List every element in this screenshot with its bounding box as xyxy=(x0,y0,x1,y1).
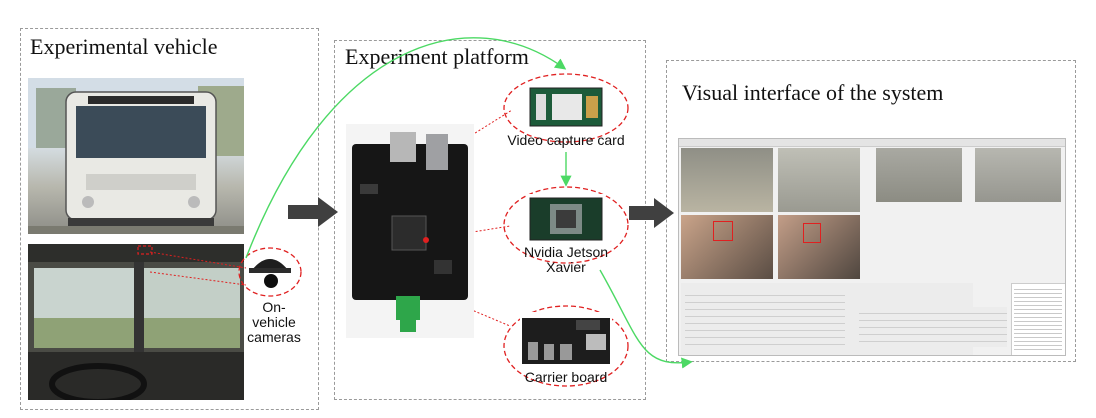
carrier-leader xyxy=(447,299,511,327)
video-frame-3 xyxy=(876,148,962,202)
carrier-board-photo xyxy=(520,312,612,368)
bus-exterior-drawing xyxy=(28,78,244,234)
video-frame-1 xyxy=(681,148,773,212)
carrier-ellipse xyxy=(503,305,629,387)
jetson-leader xyxy=(447,225,511,237)
jetson-drawing xyxy=(529,197,603,241)
green-arrow-jetson-to-interface xyxy=(599,269,693,369)
control-rows-right xyxy=(859,307,1007,347)
block-arrow-platform-to-interface xyxy=(629,198,674,228)
capture-card-caption: Video capture card xyxy=(507,132,625,148)
interface-panel-title: Visual interface of the system xyxy=(682,80,944,105)
bus-interior-photo xyxy=(28,244,244,400)
face-box-2 xyxy=(803,223,821,243)
capture-card-photo xyxy=(526,84,606,130)
vehicle-panel-title: Experimental vehicle xyxy=(30,34,218,59)
control-rows xyxy=(685,289,845,351)
green-arrow-camera-to-capture xyxy=(245,37,567,259)
jetson-ellipse xyxy=(503,186,629,264)
main-board-drawing xyxy=(352,132,468,332)
camera-leader-top xyxy=(149,251,247,269)
capture-card-ellipse xyxy=(503,73,629,143)
jetson-caption: Nvidia Jetson Xavier xyxy=(523,244,609,275)
bus-interior-drawing xyxy=(28,244,244,400)
capture-card-drawing xyxy=(529,87,603,127)
interface-titlebar xyxy=(679,139,1065,147)
face-box-1 xyxy=(713,221,733,241)
carrier-board-drawing xyxy=(522,318,610,364)
platform-panel-title: Experiment platform xyxy=(345,44,529,69)
camera-leader-bottom xyxy=(149,271,247,286)
video-frame-4 xyxy=(975,148,1061,202)
video-frame-2 xyxy=(778,148,860,212)
cameras-caption: On-vehicle cameras xyxy=(247,299,301,345)
camera-ellipse xyxy=(238,247,302,297)
driver-frame-1 xyxy=(681,215,773,279)
dome-camera-icon xyxy=(249,259,291,288)
bus-exterior-photo xyxy=(28,78,244,234)
system-interface-screenshot xyxy=(678,138,1066,356)
block-arrow-vehicle-to-platform xyxy=(288,197,338,227)
carrier-caption: Carrier board xyxy=(524,369,608,385)
main-board-photo xyxy=(346,124,474,338)
log-lines xyxy=(1014,286,1062,352)
jetson-photo xyxy=(528,194,604,244)
driver-frame-2 xyxy=(778,215,860,279)
